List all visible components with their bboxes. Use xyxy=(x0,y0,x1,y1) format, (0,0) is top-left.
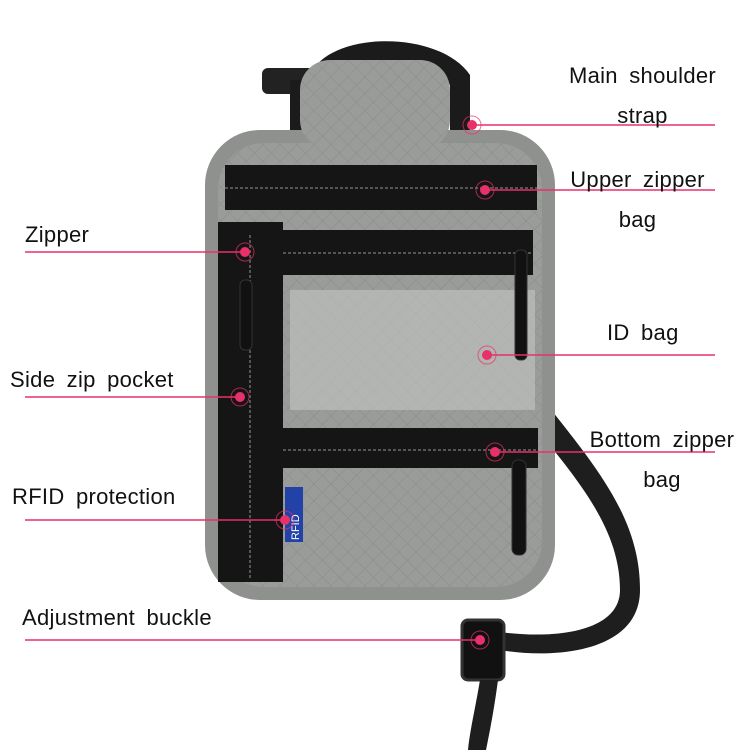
target-dot-icon xyxy=(235,392,245,402)
target-ring-icon xyxy=(477,345,497,365)
target-ring-icon xyxy=(275,510,295,530)
target-ring-icon xyxy=(475,180,495,200)
callout-id-bag: ID bag xyxy=(607,320,679,345)
target-dot-icon xyxy=(490,447,500,457)
target-ring-icon xyxy=(470,630,490,650)
side-strap xyxy=(500,390,640,654)
target-dot-icon xyxy=(480,185,490,195)
target-dot-icon xyxy=(280,515,290,525)
target-dot-icon xyxy=(467,120,477,130)
target-ring-icon xyxy=(485,442,505,462)
callout-rfid-protection: RFID protection xyxy=(12,484,176,509)
target-dot-icon xyxy=(240,247,250,257)
target-ring-icon xyxy=(462,115,482,135)
adjustment-buckle xyxy=(460,618,506,682)
top-flap xyxy=(300,60,450,150)
target-dot-icon xyxy=(475,635,485,645)
target-dot-icon xyxy=(482,350,492,360)
rfid-tag-text: RFID xyxy=(290,514,302,540)
target-ring-icon xyxy=(230,387,250,407)
bottom-zipper xyxy=(283,428,538,468)
callout-adjustment-buckle: Adjustment buckle xyxy=(22,605,212,630)
callout-zipper: Zipper xyxy=(25,222,90,247)
callout-side-zip-pocket: Side zip pocket xyxy=(10,367,174,392)
target-ring-icon xyxy=(235,242,255,262)
